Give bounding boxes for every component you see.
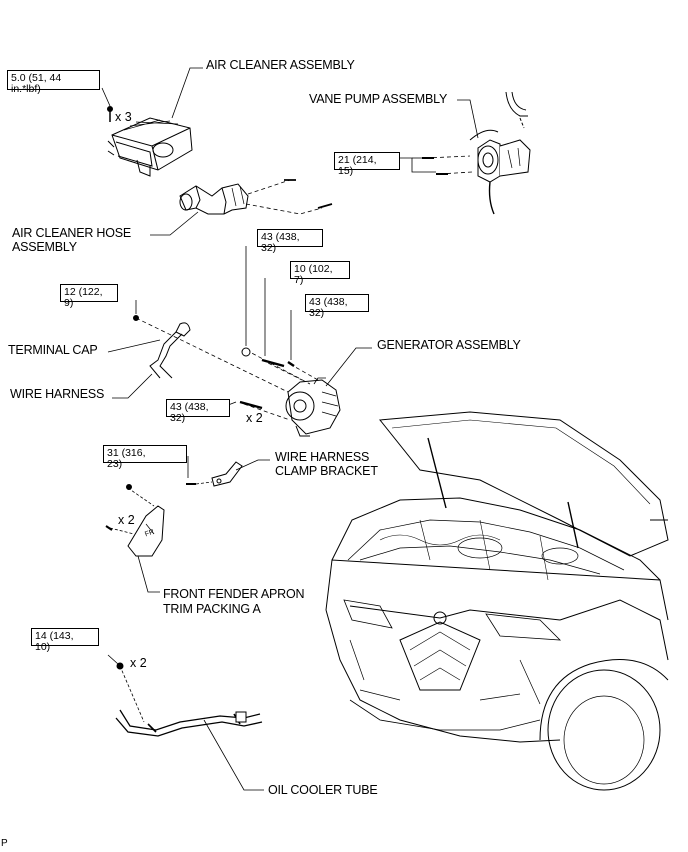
torque-value: 43 (438, [170,401,209,413]
vane-pump-drawing [469,91,531,215]
label-vane-pump-assembly: VANE PUMP ASSEMBLY [309,92,448,106]
label-clamp-bracket-line1: WIRE HARNESS [275,450,370,464]
torque-unit: 32) [261,242,277,254]
label-air-cleaner-assembly: AIR CLEANER ASSEMBLY [206,58,355,72]
page-reference: P [1,838,8,849]
torque-value: 10 (102, [294,263,333,275]
label-air-cleaner-hose-line2: ASSEMBLY [12,240,77,254]
label-wire-harness: WIRE HARNESS [10,387,105,401]
torque-unit: 7) [294,274,304,286]
torque-unit: 10) [35,641,51,653]
fender-apron-drawing [127,505,165,557]
label-air-cleaner-hose-line1: AIR CLEANER HOSE [12,226,132,240]
torque-value: 43 (438, [309,296,348,308]
quantity-air-cleaner-bolts: x 3 [115,110,132,124]
label-generator-assembly: GENERATOR ASSEMBLY [377,338,521,352]
quantity-oil-cooler-bolts: x 2 [130,656,147,670]
torque-value: 5.0 (51, 44 [11,72,62,84]
torque-spec-vane-pump: 21 (214, 15) [334,152,400,177]
torque-value: 43 (438, [261,231,300,243]
label-clamp-bracket-line2: CLAMP BRACKET [275,464,378,478]
torque-spec-oil-cooler: 14 (143, 10) [31,628,99,653]
torque-value: 21 (214, [338,154,377,166]
torque-value: 14 (143, [35,630,74,642]
torque-unit: 32) [309,307,325,319]
label-front-fender-line1: FRONT FENDER APRON [163,587,305,601]
label-front-fender-line2: TRIM PACKING A [163,602,261,616]
torque-unit: 9) [64,297,74,309]
quantity-fender-clips: x 2 [118,513,135,527]
torque-spec-generator-bolt-lower: 43 (438, 32) [166,399,230,424]
torque-spec-generator-bolt-upper: 43 (438, 32) [305,294,369,319]
torque-spec-air-cleaner: 5.0 (51, 44 in.*lbf) [7,70,100,95]
torque-unit: in.*lbf) [11,83,41,95]
torque-spec-clamp-bracket: 31 (316, 23) [103,445,187,470]
air-cleaner-bolt-drawing [107,106,113,122]
label-oil-cooler-tube: OIL COOLER TUBE [268,783,378,797]
torque-spec-terminal-nut: 12 (122, 9) [60,284,118,309]
terminal-cap-drawing [149,322,191,379]
quantity-generator-bolts: x 2 [246,411,263,425]
torque-value: 31 (316, [107,447,146,459]
generator-drawing [285,377,341,437]
oil-cooler-tube-drawing [115,709,263,737]
clamp-bracket-drawing [211,461,243,487]
torque-spec-generator-nut: 43 (438, 32) [257,229,323,254]
torque-unit: 15) [338,165,354,177]
torque-value: 12 (122, [64,286,103,298]
torque-unit: 32) [170,412,186,424]
air-cleaner-hose-drawing [179,183,249,215]
torque-unit: 23) [107,458,123,470]
vehicle-drawing [325,411,669,791]
torque-spec-generator-stud: 10 (102, 7) [290,261,350,286]
air-cleaner-assembly-drawing [107,117,193,177]
label-terminal-cap: TERMINAL CAP [8,343,98,357]
